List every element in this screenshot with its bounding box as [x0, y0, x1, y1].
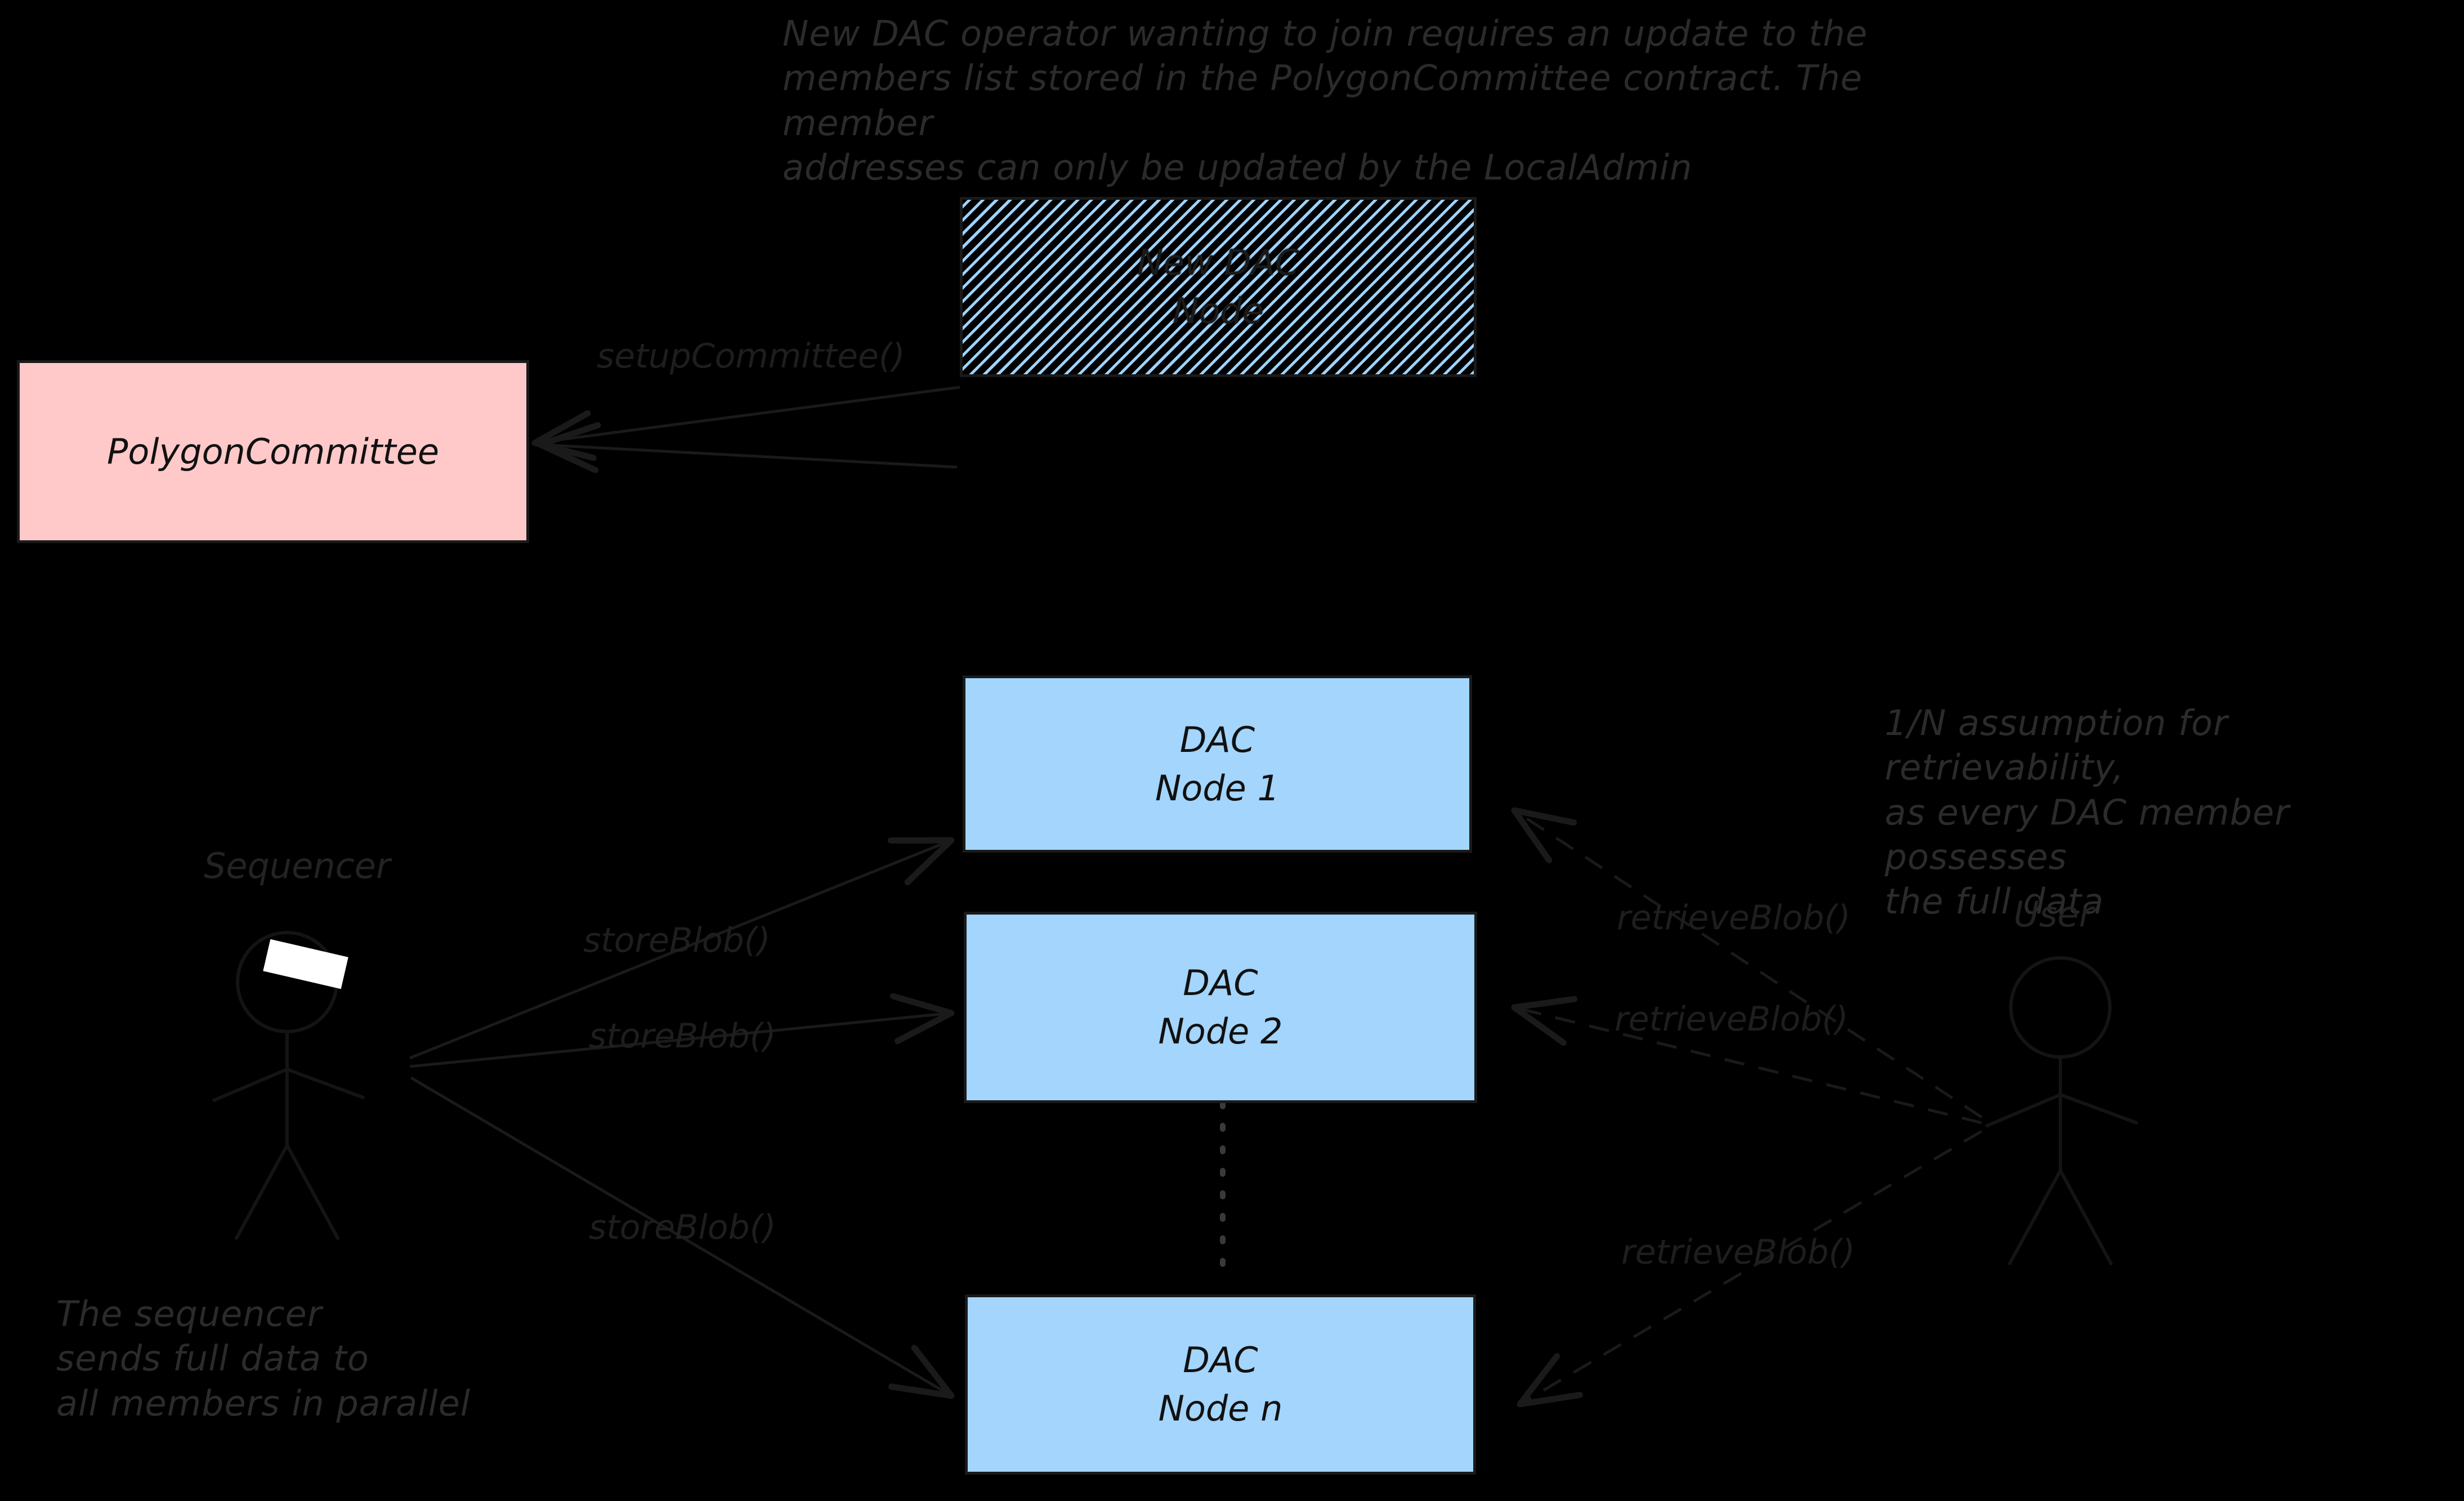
- annotation-top-note: New DAC operator wanting to join require…: [782, 13, 1868, 189]
- edge-label-retrieve-blob-2: retrieveBlob(): [1615, 1000, 1849, 1039]
- edge-setup-committee: [540, 445, 958, 467]
- edge-label-setup-committee: setupCommittee(): [597, 337, 905, 376]
- annotation-bottom-left-note: The sequencer sends full data to all mem…: [56, 1293, 471, 1424]
- edge-retrieve-blob-1: [1514, 810, 1983, 1119]
- box-polygon-committee-label: PolygonCommittee: [107, 431, 439, 472]
- box-new-dac-node-label: New DAC Node: [1137, 242, 1300, 331]
- box-polygon-committee[interactable]: PolygonCommittee: [17, 360, 529, 543]
- box-dac-node-n[interactable]: DAC Node n: [965, 1294, 1476, 1475]
- edge-label-retrieve-blob-n: retrieveBlob(): [1621, 1233, 1855, 1272]
- user-label: User: [2014, 894, 2094, 935]
- box-new-dac-node[interactable]: New DAC Node: [960, 197, 1477, 377]
- sequencer-label: Sequencer: [204, 845, 391, 886]
- edge-retrieve-blob-n: [1520, 1130, 1983, 1404]
- box-dac-node-1-label: DAC Node 1: [1155, 719, 1280, 809]
- edge-label-store-blob-n: storeBlob(): [589, 1208, 776, 1247]
- annotation-right-note: 1/N assumption for retrievability, as ev…: [1885, 702, 2289, 922]
- edge-store-blob-2: [409, 1013, 951, 1068]
- edge-retrieve-blob-2: [1514, 1007, 1982, 1124]
- sequencer-icon: [212, 931, 365, 1240]
- edge-label-retrieve-blob-1: retrieveBlob(): [1617, 898, 1851, 938]
- box-dac-node-2[interactable]: DAC Node 2: [964, 912, 1477, 1103]
- box-dac-node-2-label: DAC Node 2: [1158, 962, 1283, 1052]
- edge-label-store-blob-2: storeBlob(): [589, 1016, 776, 1056]
- edge-label-store-blob-1: storeBlob(): [583, 921, 771, 960]
- user-icon: [1985, 956, 2138, 1265]
- box-dac-node-n-label: DAC Node n: [1158, 1339, 1283, 1429]
- box-dac-node-1[interactable]: DAC Node 1: [963, 675, 1472, 853]
- edge-store-blob-n: [410, 1076, 951, 1396]
- edge-store-blob-1: [409, 840, 951, 1060]
- edge-setup-committee-line: [535, 386, 960, 443]
